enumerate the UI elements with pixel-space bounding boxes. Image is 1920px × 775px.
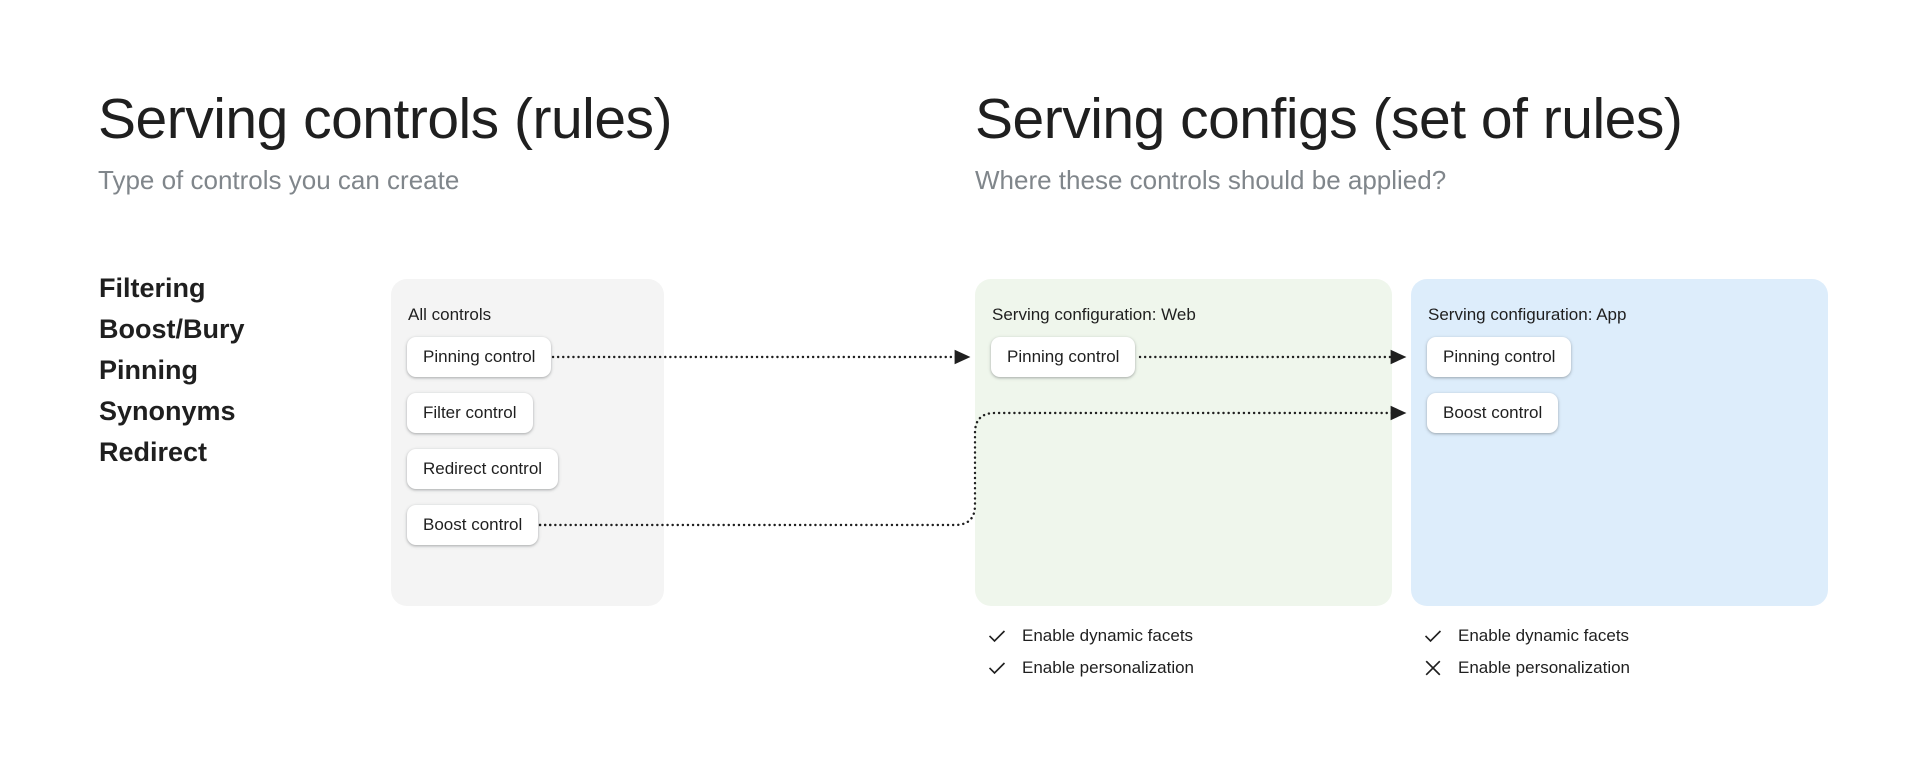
- panel-serving-config-app: Serving configuration: App: [1411, 279, 1828, 606]
- option-label: Enable dynamic facets: [1022, 626, 1194, 645]
- right-column-title: Serving configs (set of rules): [975, 87, 1683, 151]
- option-label: Enable dynamic facets: [1458, 626, 1630, 645]
- chip-all-controls-pinning-control[interactable]: Pinning control: [407, 337, 552, 377]
- right-column-subtitle: Where these controls should be applied?: [975, 164, 1447, 195]
- cross-icon: [1425, 660, 1441, 676]
- chip-all-controls-boost-control[interactable]: Boost control: [407, 505, 539, 545]
- option-row-dynamic-facets-web[interactable]: Enable dynamic facets: [986, 620, 1194, 652]
- chip-serving-config-app-pinning-control[interactable]: Pinning control: [1427, 337, 1572, 377]
- control-type-pinning: Pinning: [99, 355, 198, 385]
- panel-all-controls: All controls: [391, 279, 664, 606]
- control-type-filtering: Filtering: [99, 273, 206, 303]
- left-column-header: Serving controls (rules) Type of control…: [98, 87, 673, 196]
- left-column-subtitle: Type of controls you can create: [98, 164, 460, 195]
- option-row-personalization-web[interactable]: Enable personalization: [986, 652, 1194, 684]
- chip-all-controls-redirect-control[interactable]: Redirect control: [407, 449, 559, 489]
- control-type-synonyms: Synonyms: [99, 396, 236, 426]
- panel-serving-config-web: Serving configuration: Web: [975, 279, 1392, 606]
- option-row-personalization-app[interactable]: Enable personalization: [1422, 652, 1630, 684]
- chip-all-controls-filter-control[interactable]: Filter control: [407, 393, 533, 433]
- option-label: Enable personalization: [1022, 658, 1195, 677]
- check-icon: [988, 630, 1006, 643]
- option-label: Enable personalization: [1458, 658, 1631, 677]
- check-icon: [1424, 630, 1442, 643]
- control-type-list: Filtering Boost/Bury Pinning Synonyms Re…: [99, 268, 245, 473]
- options-serving-config-app: Enable dynamic facets Enable personaliza…: [1422, 620, 1630, 684]
- left-column-title: Serving controls (rules): [98, 87, 673, 151]
- chip-serving-config-web-pinning-control[interactable]: Pinning control: [991, 337, 1136, 377]
- check-icon: [988, 662, 1006, 675]
- option-row-dynamic-facets-app[interactable]: Enable dynamic facets: [1422, 620, 1630, 652]
- right-column-header: Serving configs (set of rules) Where the…: [975, 87, 1683, 196]
- options-serving-config-web: Enable dynamic facets Enable personaliza…: [986, 620, 1194, 684]
- panel-serving-config-app-label: Serving configuration: App: [1428, 305, 1627, 324]
- panel-all-controls-label: All controls: [408, 305, 492, 324]
- control-type-redirect: Redirect: [99, 437, 208, 467]
- chip-serving-config-app-boost-control[interactable]: Boost control: [1427, 393, 1559, 433]
- panel-serving-config-web-label: Serving configuration: Web: [992, 305, 1196, 324]
- control-type-boost-bury: Boost/Bury: [99, 314, 245, 344]
